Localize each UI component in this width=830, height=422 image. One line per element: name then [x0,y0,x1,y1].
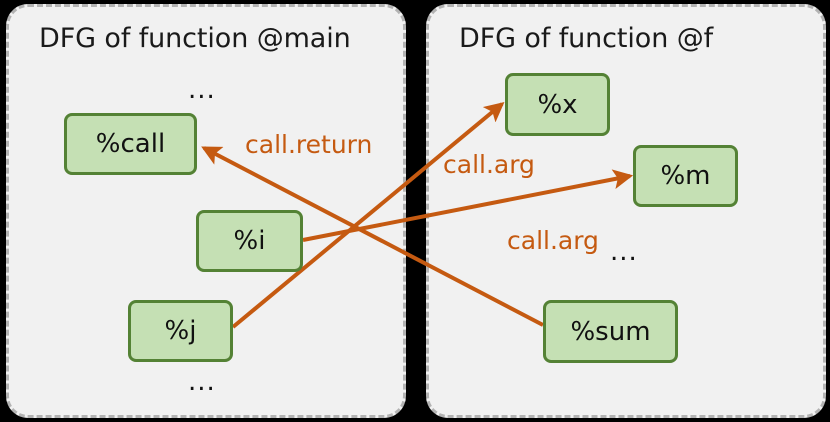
node-j-label: %j [164,316,197,346]
node-i[interactable]: %i [196,210,303,272]
node-call-label: %call [95,129,166,159]
node-sum[interactable]: %sum [543,300,678,363]
node-j[interactable]: %j [128,300,233,362]
node-i-label: %i [233,226,266,256]
node-x-label: %x [537,89,578,120]
node-call[interactable]: %call [64,113,197,175]
edge-label-call-arg-m: call.arg [507,226,599,255]
node-m-label: %m [660,161,711,191]
edge-label-call-return: call.return [245,130,373,159]
ellipsis-main-bottom: ... [188,367,216,397]
ellipsis-f-middle: ... [610,237,638,267]
node-sum-label: %sum [570,316,651,347]
panel-title-f: DFG of function @f [459,23,714,54]
node-x[interactable]: %x [505,73,610,136]
panel-title-main: DFG of function @main [39,23,351,54]
edge-label-call-arg-x: call.arg [443,150,535,179]
ellipsis-main-top: ... [188,75,216,105]
node-m[interactable]: %m [633,145,738,207]
